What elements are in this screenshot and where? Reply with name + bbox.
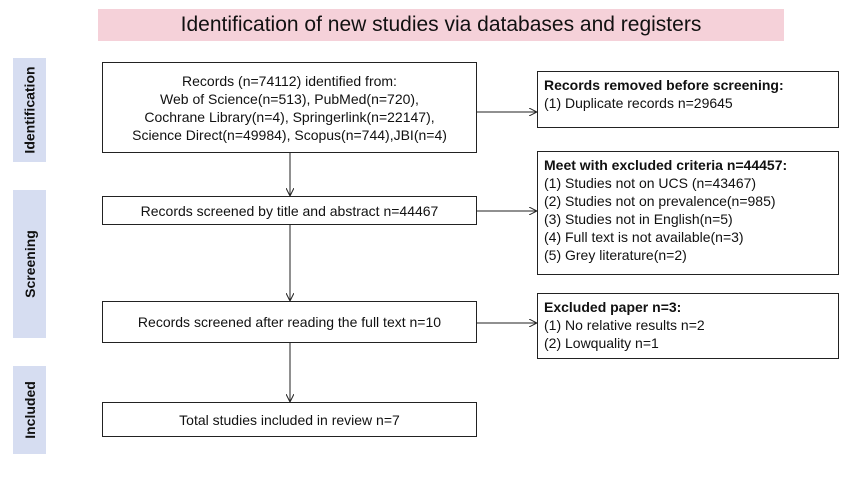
- identified-line: Cochrane Library(n=4), Springerlink(n=22…: [144, 108, 435, 125]
- stage-identification-label: Identification: [21, 66, 38, 154]
- identified-line: Records (n=74112) identified from:: [182, 72, 397, 89]
- diagram-title-text: Identification of new studies via databa…: [180, 13, 702, 36]
- included-studies-text: Total studies included in review n=7: [179, 411, 400, 428]
- screened-full-text-box: Records screened after reading the full …: [102, 301, 477, 343]
- excluded-criteria-title: Meet with excluded criteria n=44457:: [544, 157, 788, 173]
- removed-records-box: Records removed before screening: (1) Du…: [537, 71, 839, 128]
- identified-line: Web of Science(n=513), PubMed(n=720),: [160, 90, 419, 107]
- stage-included: Included: [13, 366, 46, 454]
- stage-screening-label: Screening: [21, 230, 38, 298]
- excluded-criteria-item: (2) Studies not on prevalence(n=985): [544, 193, 776, 209]
- diagram-title: Identification of new studies via databa…: [98, 9, 784, 41]
- stage-included-label: Included: [21, 381, 38, 439]
- excluded-paper-item: (2) Lowquality n=1: [544, 335, 659, 351]
- stage-screening: Screening: [13, 190, 46, 338]
- identified-records-box: Records (n=74112) identified from: Web o…: [102, 62, 477, 153]
- stage-identification: Identification: [13, 58, 46, 162]
- excluded-criteria-item: (5) Grey literature(n=2): [544, 247, 687, 263]
- excluded-paper-title: Excluded paper n=3:: [544, 299, 682, 315]
- excluded-criteria-item: (3) Studies not in English(n=5): [544, 211, 733, 227]
- excluded-criteria-item: (4) Full text is not available(n=3): [544, 229, 744, 245]
- excluded-criteria-item: (1) Studies not on UCS (n=43467): [544, 175, 757, 191]
- identified-line: Science Direct(n=49984), Scopus(n=744),J…: [132, 126, 447, 143]
- removed-records-item: (1) Duplicate records n=29645: [544, 95, 733, 111]
- excluded-criteria-box: Meet with excluded criteria n=44457: (1)…: [537, 151, 839, 275]
- excluded-paper-box: Excluded paper n=3: (1) No relative resu…: [537, 293, 839, 359]
- screened-full-text-text: Records screened after reading the full …: [137, 314, 442, 330]
- included-studies-box: Total studies included in review n=7: [102, 402, 477, 437]
- removed-records-title: Records removed before screening:: [544, 77, 784, 93]
- screened-title-abstract-text: Records screened by title and abstract n…: [140, 202, 439, 219]
- excluded-paper-item: (1) No relative results n=2: [544, 317, 705, 333]
- screened-title-abstract-box: Records screened by title and abstract n…: [102, 196, 477, 225]
